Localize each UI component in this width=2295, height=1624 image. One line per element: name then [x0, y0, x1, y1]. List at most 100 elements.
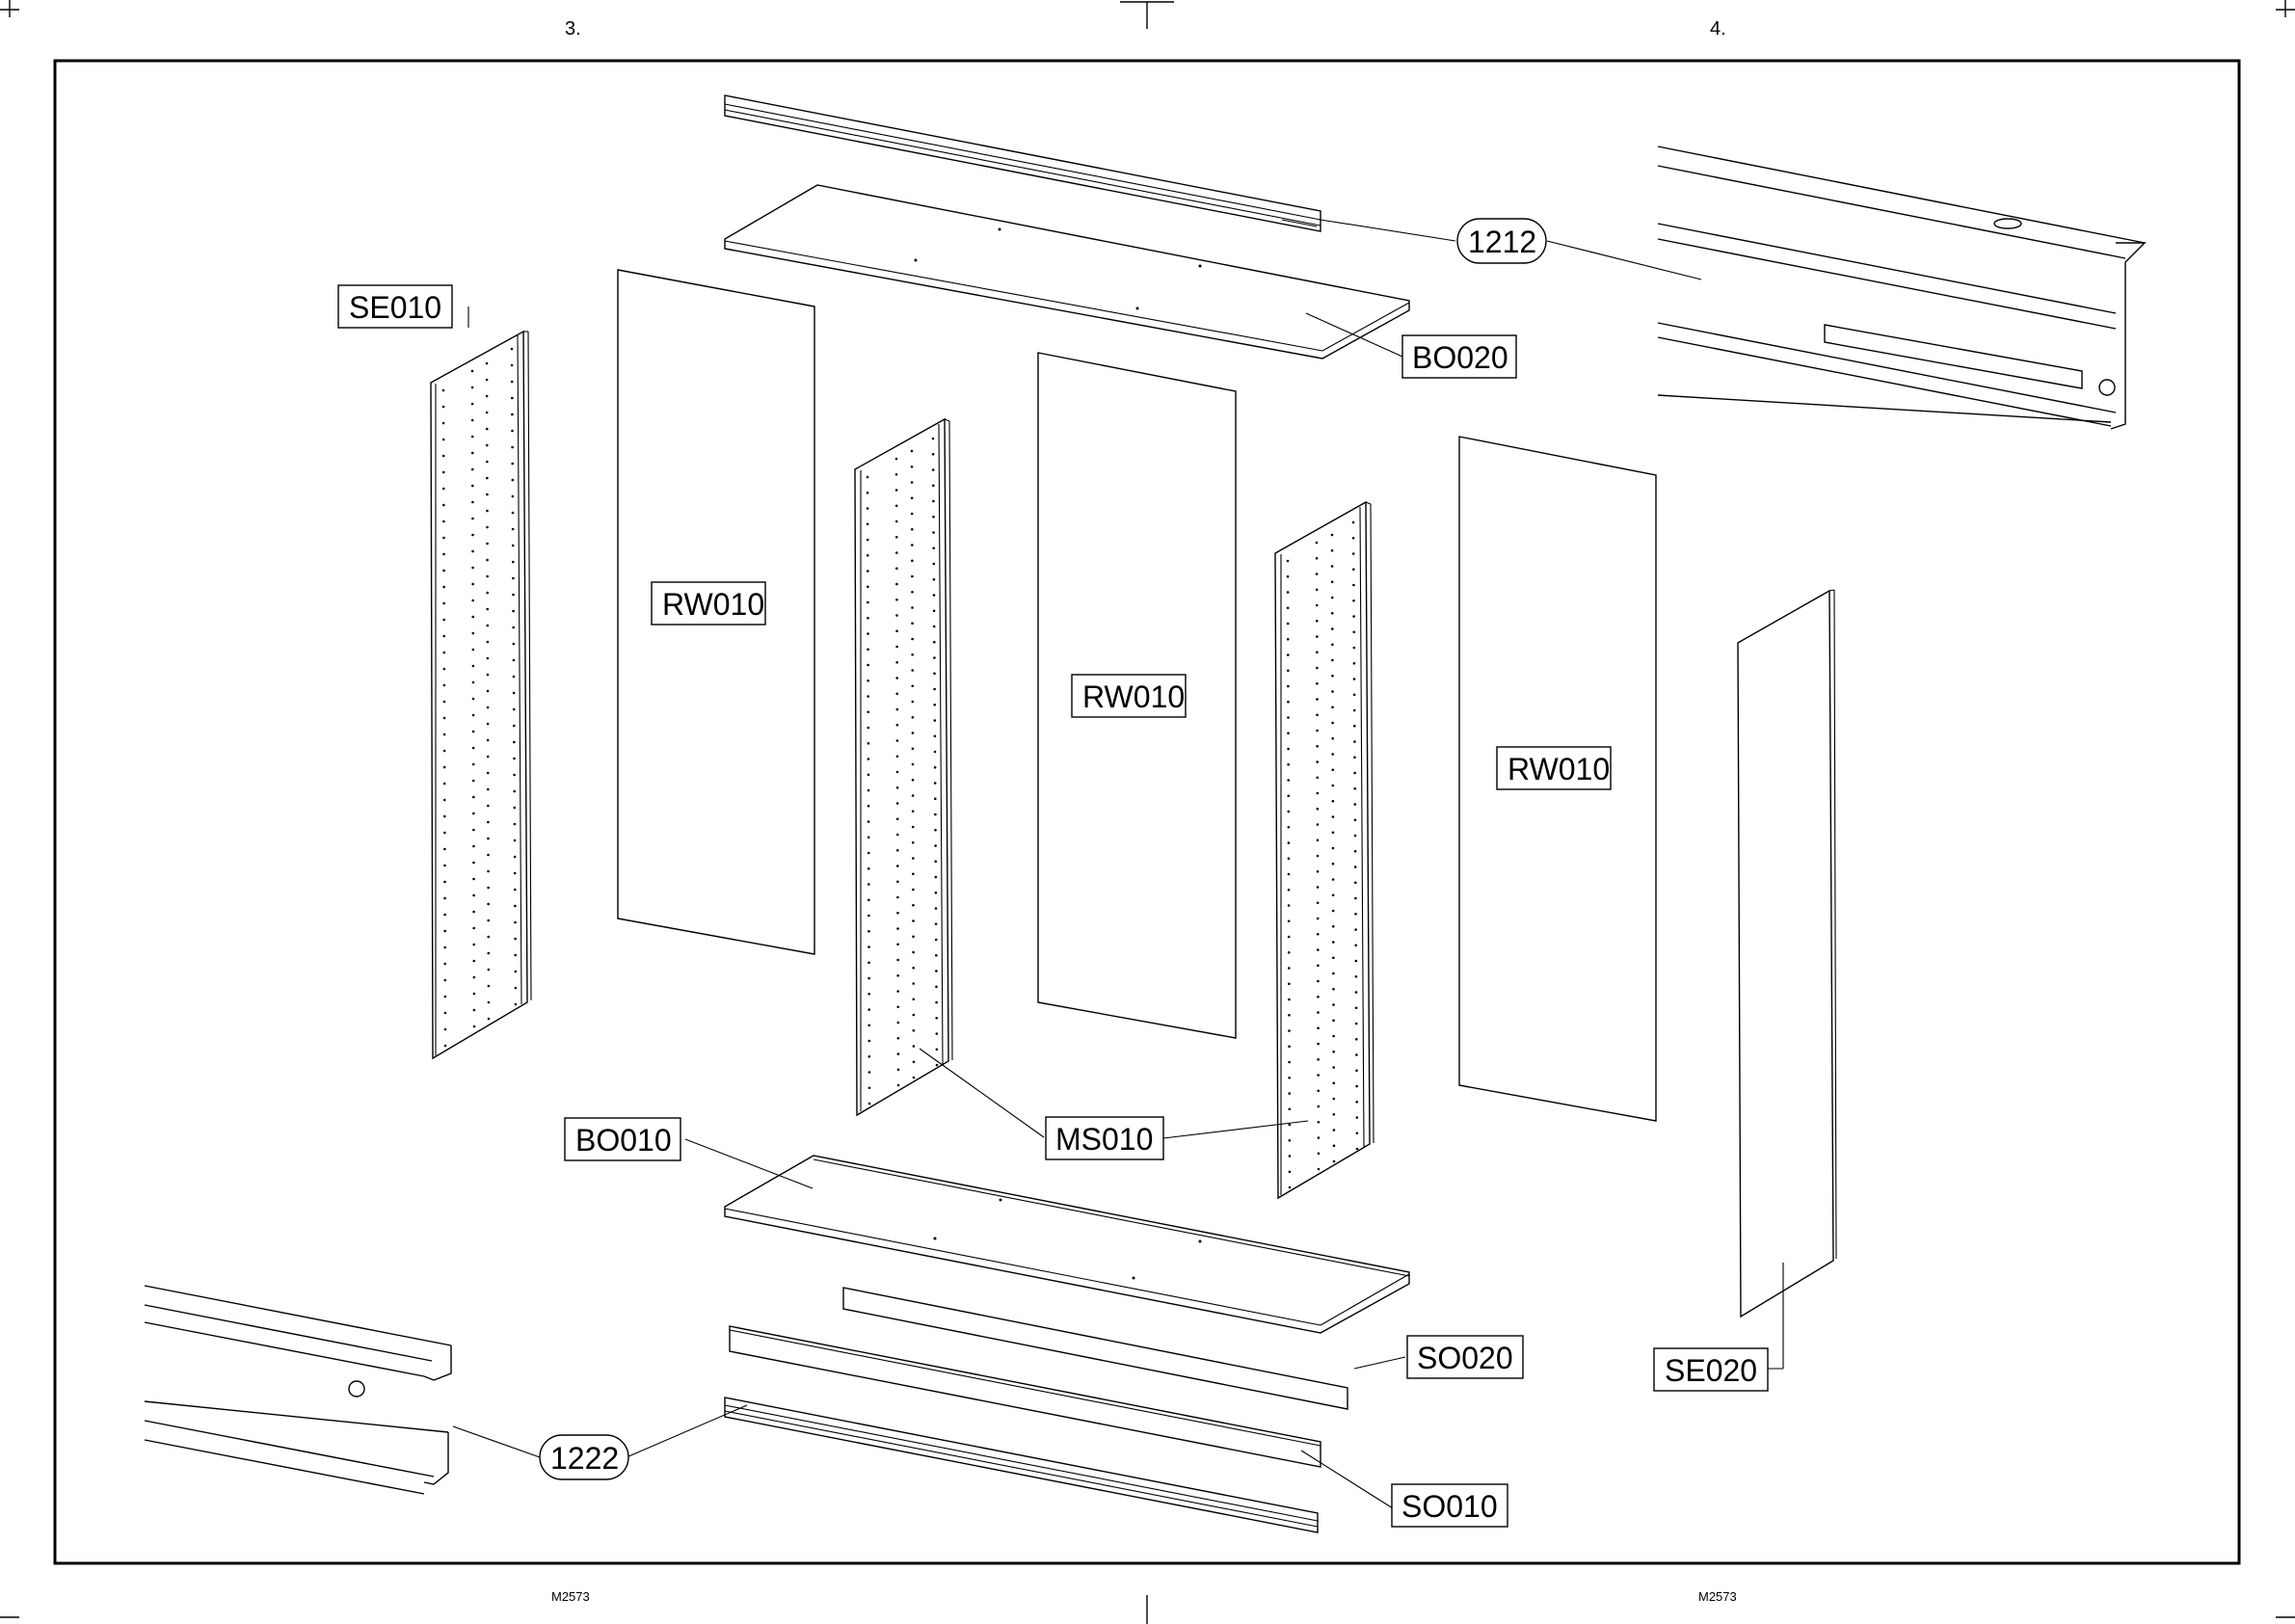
svg-text:SE020: SE020	[1665, 1353, 1757, 1388]
panel-hole	[1316, 745, 1319, 748]
panel-hole	[1318, 1136, 1321, 1139]
panel-hole	[933, 578, 936, 581]
panel-hole	[1317, 1089, 1320, 1092]
panel-hole	[1332, 1081, 1335, 1084]
panel-hole	[1354, 913, 1357, 916]
panel-hole	[1333, 1098, 1336, 1101]
panel-hole	[1288, 951, 1291, 954]
panel-hole	[895, 458, 898, 461]
panel-hole	[1354, 803, 1357, 806]
panel-hole	[912, 701, 915, 704]
panel-hole	[472, 665, 475, 668]
panel-hole	[487, 821, 490, 824]
panel-hole	[933, 672, 936, 675]
panel-hole	[1332, 972, 1335, 975]
panel-hole	[1289, 1155, 1292, 1158]
panel-hole	[912, 951, 915, 954]
panel-hole	[896, 771, 899, 774]
label-rw010-b: RW010	[1072, 675, 1186, 717]
panel-hole	[472, 862, 475, 865]
panel-hole	[1287, 669, 1290, 672]
panel-hole	[1354, 881, 1357, 884]
panel-hole	[1352, 599, 1355, 602]
panel-hole	[442, 537, 445, 540]
panel-hole	[472, 878, 475, 881]
panel-hole	[867, 727, 870, 730]
panel-hole	[442, 389, 445, 392]
panel-hole	[1316, 698, 1319, 701]
panel-hole	[514, 905, 517, 908]
panel-hole	[895, 661, 898, 664]
panel-hole	[514, 889, 517, 892]
panel-hole	[486, 592, 489, 595]
panel-hole	[935, 939, 938, 942]
panel-hole	[486, 493, 489, 496]
panel-hole	[511, 446, 514, 449]
panel-hole	[472, 796, 475, 799]
panel-hole	[1332, 878, 1335, 881]
panel-hole	[1332, 1051, 1335, 1053]
panel-hole	[471, 599, 474, 602]
panel-hole	[513, 774, 516, 777]
panel-hole	[1317, 808, 1320, 811]
panel-hole	[1352, 630, 1355, 633]
panel-hole	[1353, 693, 1356, 696]
panel-hole	[1332, 815, 1335, 818]
panel-hole	[1331, 580, 1334, 583]
panel-hole	[868, 1071, 871, 1074]
panel-hole	[913, 1045, 916, 1048]
panel-hole	[1332, 910, 1335, 913]
panel-hole	[1288, 919, 1291, 922]
panel-hole	[935, 1001, 938, 1004]
panel-hole	[896, 755, 899, 758]
panel-hole	[1332, 925, 1335, 928]
panel-hole	[911, 575, 914, 578]
panel-hole	[1353, 756, 1356, 759]
panel-hole	[513, 758, 516, 760]
panel-hole	[1353, 678, 1356, 680]
panel-hole	[473, 1025, 476, 1028]
panel-hole	[486, 477, 489, 480]
panel-hole	[511, 430, 514, 433]
panel-hole	[444, 1012, 447, 1015]
panel-hole	[472, 944, 475, 946]
panel-hole	[1287, 701, 1290, 704]
panel-hole	[1287, 794, 1290, 797]
panel-hole	[868, 1055, 871, 1058]
panel-hole	[512, 479, 515, 482]
panel-hole	[1353, 709, 1356, 712]
panel-hole	[1316, 604, 1319, 607]
panel-hole	[911, 450, 914, 453]
panel-hole	[867, 632, 869, 635]
panel-hole	[912, 935, 915, 938]
panel-hole	[911, 513, 914, 516]
panel-hole	[1316, 572, 1319, 575]
panel-hole	[912, 732, 915, 734]
panel-hole	[867, 539, 869, 542]
panel-hole	[512, 626, 515, 629]
panel-hole	[911, 544, 914, 546]
panel-hole	[1332, 1066, 1335, 1069]
panel-hole	[1331, 627, 1334, 630]
panel-hole	[443, 832, 446, 835]
panel-hole	[488, 985, 491, 988]
panel-hole	[1332, 893, 1335, 896]
panel-hole	[442, 422, 445, 425]
panel-hole	[867, 961, 870, 964]
panel-hole	[1356, 1148, 1359, 1151]
panel-hole	[487, 723, 490, 726]
panel-hole	[896, 974, 899, 977]
panel-hole	[932, 516, 935, 519]
panel-hole	[936, 1064, 939, 1067]
drawing-code-right: M2573	[1698, 1589, 1737, 1604]
panel-hole	[897, 1022, 900, 1025]
panel-hole	[443, 783, 446, 785]
panel-hole	[471, 436, 474, 439]
panel-hole	[867, 805, 870, 808]
panel-hole	[487, 641, 490, 644]
panel-hole	[1355, 960, 1358, 963]
panel-hole	[896, 959, 899, 962]
panel-hole	[867, 915, 870, 918]
panel-hole	[513, 676, 516, 679]
panel-hole	[912, 919, 915, 922]
